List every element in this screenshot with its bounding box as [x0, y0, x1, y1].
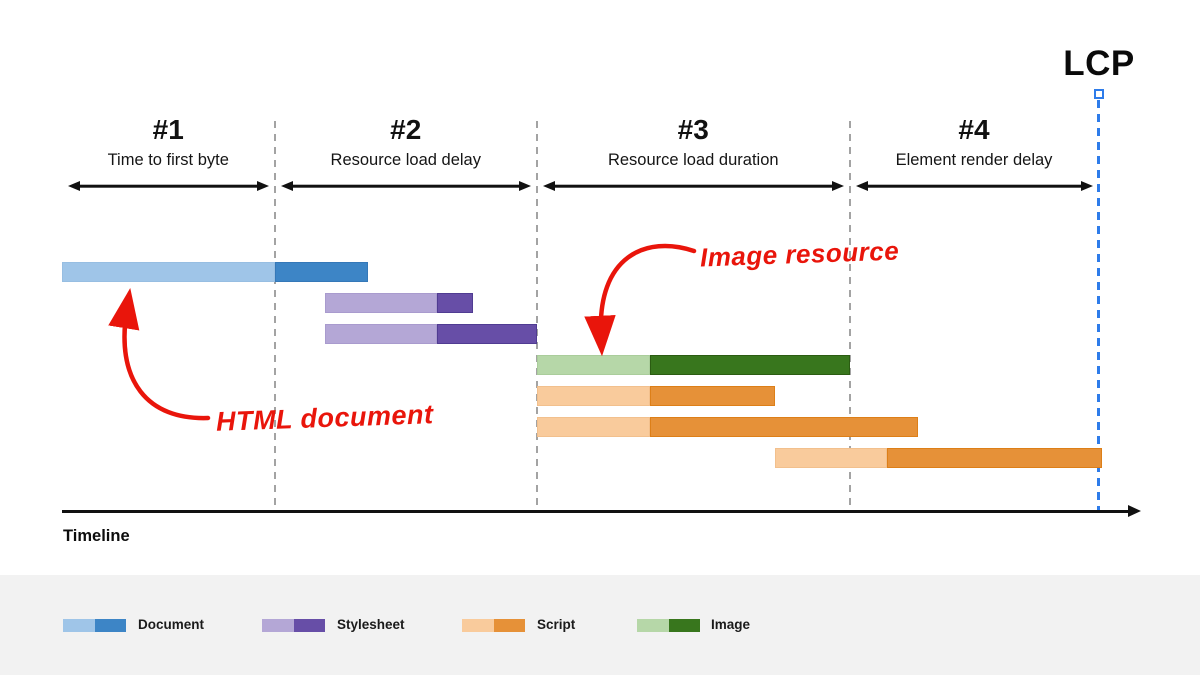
- legend-swatch-document: [63, 619, 126, 632]
- legend-swatch-light: [63, 619, 95, 632]
- section-number: #3: [677, 114, 709, 145]
- legend-swatch-stylesheet: [262, 619, 325, 632]
- arrow-line: [77, 184, 260, 188]
- arrow-line: [289, 184, 522, 188]
- section-range-arrow: [855, 180, 1093, 192]
- script-bar-light-segment: [537, 386, 650, 406]
- legend-swatch-dark: [493, 619, 525, 632]
- section-number: #4: [958, 114, 990, 145]
- legend-label-image: Image: [711, 617, 751, 632]
- stylesheet-bar: [325, 324, 537, 344]
- stylesheet-bar: [325, 293, 473, 313]
- legend-swatch-dark: [668, 619, 700, 632]
- legend-swatch-dark: [94, 619, 126, 632]
- image-bar: [537, 355, 850, 375]
- timeline-axis-arrowhead: [1128, 505, 1141, 517]
- arrowhead-right-icon: [1080, 181, 1093, 191]
- section-range-arrow: [68, 180, 269, 192]
- legend-swatch-light: [262, 619, 294, 632]
- legend-swatch-light: [637, 619, 669, 632]
- script-bar-dark-segment: [887, 448, 1102, 468]
- script-bar: [775, 448, 1102, 468]
- script-bar-dark-segment: [650, 386, 775, 406]
- document-bar: [62, 262, 368, 282]
- legend-band: [0, 575, 1200, 675]
- section-divider-line: [848, 121, 851, 512]
- html-document-arrow: [108, 288, 211, 421]
- script-bar: [537, 386, 775, 406]
- timeline-axis: [62, 510, 1130, 513]
- section-label: Time to first byte: [107, 151, 229, 169]
- section-number: #1: [152, 114, 184, 145]
- document-bar-light-segment: [62, 262, 275, 282]
- section-label: Element render delay: [895, 151, 1053, 169]
- legend-swatch-light: [462, 619, 494, 632]
- image-resource-arrow: [584, 243, 697, 357]
- section-label: Resource load duration: [607, 151, 779, 169]
- arrowhead-left-icon: [68, 181, 80, 191]
- section-range-arrow: [280, 180, 531, 192]
- arrowhead-right-icon: [519, 181, 531, 191]
- arrow-line: [552, 184, 835, 188]
- arrowhead-left-icon: [543, 181, 555, 191]
- section-divider-line: [273, 121, 276, 512]
- legend-label-script: Script: [537, 617, 576, 632]
- lcp-label: LCP: [1063, 44, 1135, 83]
- script-bar-light-segment: [775, 448, 887, 468]
- stylesheet-bar-light-segment: [325, 324, 437, 344]
- legend-swatch-script: [462, 619, 525, 632]
- section-number: #2: [390, 114, 422, 145]
- image-bar-light-segment: [537, 355, 650, 375]
- annotation-html-document: HTML document: [215, 399, 434, 437]
- lcp-marker-icon: [1094, 89, 1104, 99]
- section-divider-line: [536, 121, 538, 512]
- legend-label-stylesheet: Stylesheet: [337, 617, 405, 632]
- arrowhead-left-icon: [280, 181, 293, 191]
- stylesheet-bar-light-segment: [325, 293, 437, 313]
- legend-swatch-dark: [293, 619, 325, 632]
- stylesheet-bar-dark-segment: [437, 324, 537, 344]
- arrow-line: [864, 184, 1084, 188]
- arrowhead-left-icon: [855, 181, 868, 191]
- section-range-arrow: [543, 180, 844, 192]
- section-label: Resource load delay: [330, 151, 481, 169]
- arrowhead-right-icon: [256, 181, 269, 191]
- timeline-label: Timeline: [63, 527, 130, 545]
- annotation-image-resource: Image resource: [699, 235, 900, 273]
- lcp-dashed-line: [1097, 100, 1100, 512]
- legend-label-document: Document: [138, 617, 205, 632]
- stylesheet-bar-dark-segment: [437, 293, 473, 313]
- script-bar-light-segment: [537, 417, 650, 437]
- script-bar: [537, 417, 918, 437]
- script-bar-dark-segment: [650, 417, 918, 437]
- arrowhead-right-icon: [831, 181, 844, 191]
- legend-swatch-image: [637, 619, 700, 632]
- image-bar-dark-segment: [650, 355, 850, 375]
- document-bar-dark-segment: [275, 262, 368, 282]
